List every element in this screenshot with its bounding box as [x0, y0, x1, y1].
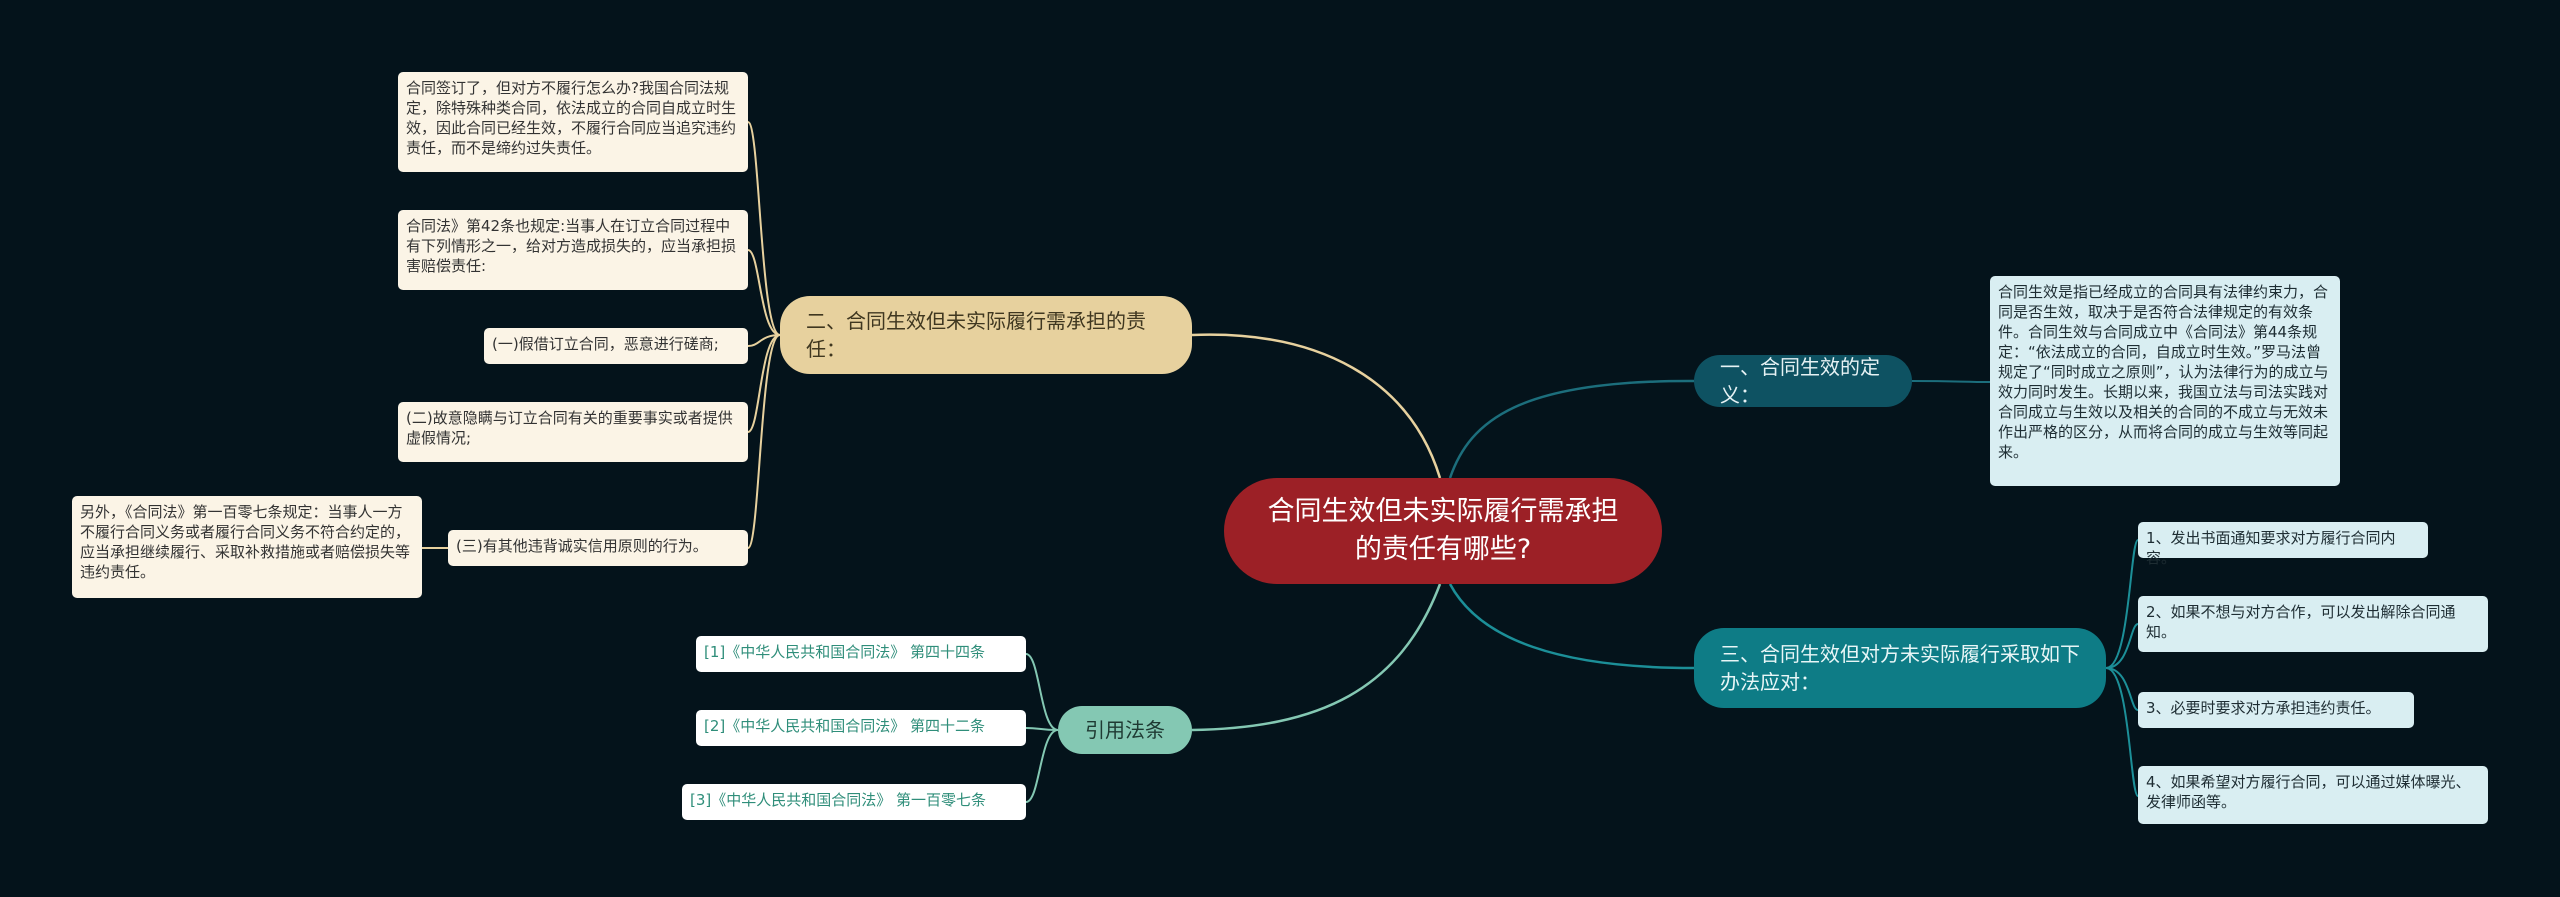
remedy-item-1: 1、发出书面通知要求对方履行合同内容。	[2138, 522, 2428, 567]
branch-definition[interactable]: 一、合同生效的定义：	[1694, 355, 1912, 407]
liability-item-5: (三)有其他违背诚实信用原则的行为。	[448, 530, 748, 566]
liability-extra: 另外，《合同法》第一百零七条规定：当事人一方不履行合同义务或者履行合同义务不符合…	[72, 496, 422, 598]
definition-text: 合同生效是指已经成立的合同具有法律约束力，合同是否生效，取决于是否符合法律规定的…	[1990, 276, 2340, 486]
branch-citations[interactable]: 引用法条	[1058, 706, 1192, 754]
citation-item-2[interactable]: [2]《中华人民共和国合同法》 第四十二条	[696, 710, 1026, 746]
liability-item-2: 合同法》第42条也规定:当事人在订立合同过程中有下列情形之一，给对方造成损失的，…	[398, 210, 748, 290]
liability-item-4: (二)故意隐瞒与订立合同有关的重要事实或者提供虚假情况;	[398, 402, 748, 462]
citation-item-3[interactable]: [3]《中华人民共和国合同法》 第一百零七条	[682, 784, 1026, 820]
root-topic[interactable]: 合同生效但未实际履行需承担的责任有哪些?	[1224, 478, 1662, 584]
liability-item-1: 合同签订了，但对方不履行怎么办?我国合同法规定，除特殊种类合同，依法成立的合同自…	[398, 72, 748, 172]
citation-item-1[interactable]: [1]《中华人民共和国合同法》 第四十四条	[696, 636, 1026, 672]
remedy-item-2: 2、如果不想与对方合作，可以发出解除合同通知。	[2138, 596, 2488, 652]
branch-remedies[interactable]: 三、合同生效但对方未实际履行采取如下办法应对：	[1694, 628, 2106, 708]
remedy-item-3: 3、必要时要求对方承担违约责任。	[2138, 692, 2414, 728]
branch-liability[interactable]: 二、合同生效但未实际履行需承担的责任：	[780, 296, 1192, 374]
liability-item-3: (一)假借订立合同，恶意进行磋商;	[484, 328, 748, 364]
remedy-item-4: 4、如果希望对方履行合同，可以通过媒体曝光、发律师函等。	[2138, 766, 2488, 824]
